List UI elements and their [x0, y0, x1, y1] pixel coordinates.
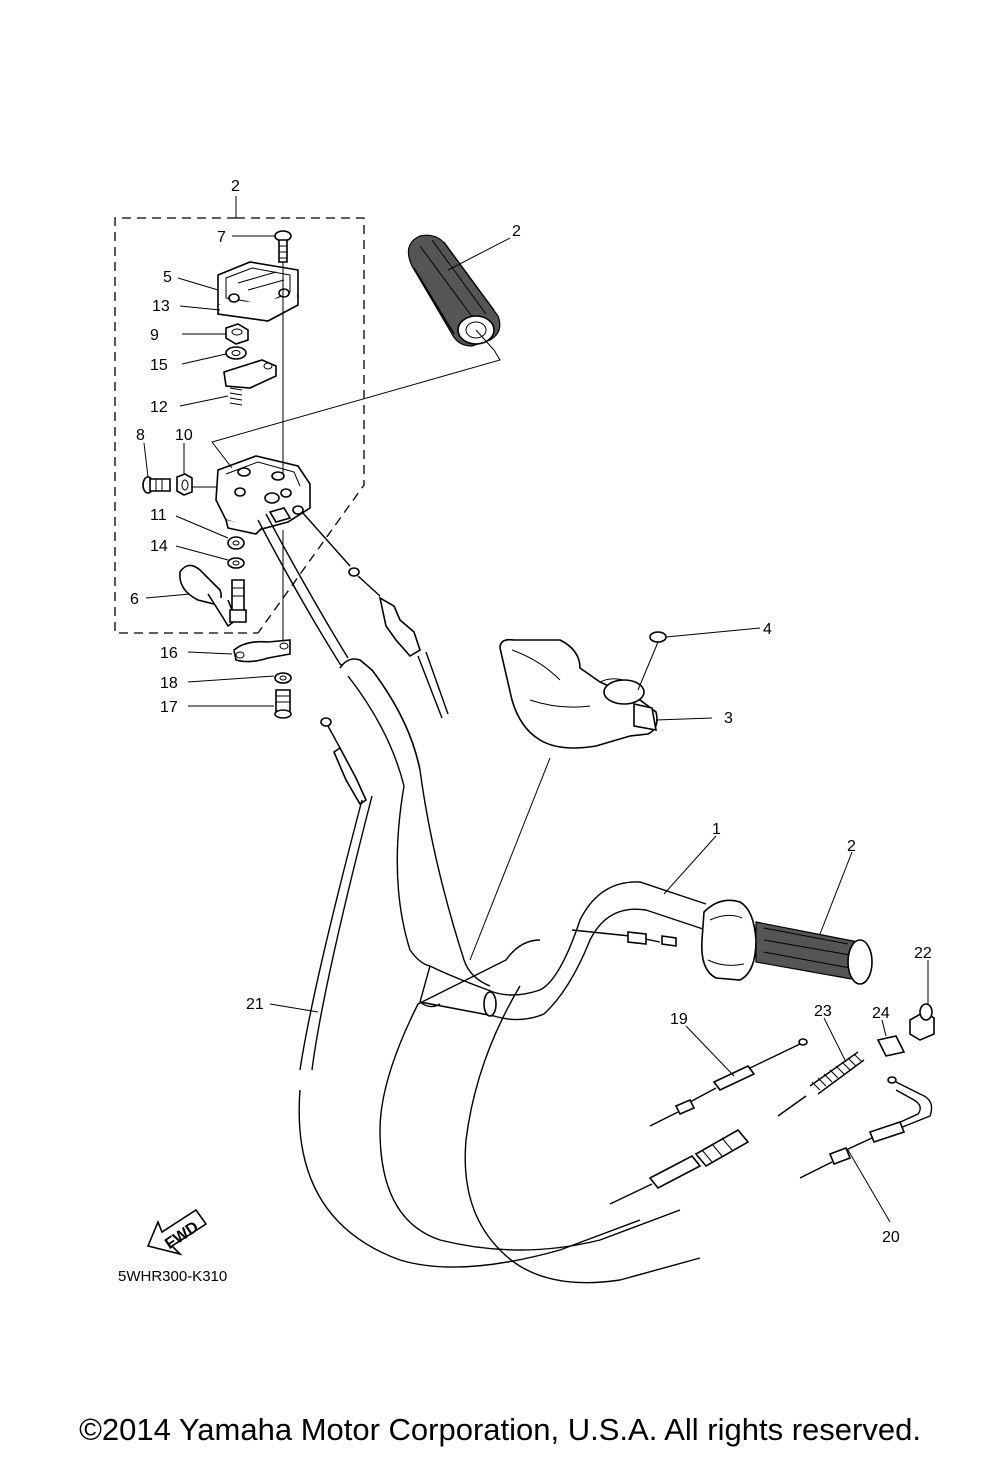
- throttle-lever-part-7: [179, 564, 247, 628]
- cover-part-6: [217, 261, 299, 322]
- copyright-notice: ©2014 Yamaha Motor Corporation, U.S.A. A…: [79, 1412, 921, 1447]
- callout-10: 9: [150, 327, 159, 344]
- callout-16: 15: [150, 357, 168, 374]
- callout-20: 19: [670, 1011, 688, 1028]
- plug-part-4: [649, 631, 667, 643]
- leader-lines: [143, 235, 929, 1223]
- bolt-part-18: [274, 689, 292, 719]
- assembly-box-outline: [114, 217, 365, 634]
- clutch-cable-right: [571, 929, 677, 947]
- callout-14: 13: [152, 298, 170, 315]
- diagram-code: 5WHR300-K310: [118, 1268, 228, 1285]
- callout-24: 23: [814, 1003, 832, 1020]
- callout-23: 22: [914, 945, 932, 962]
- callout-4: 4: [763, 621, 772, 638]
- callout-2-right: 2: [847, 838, 856, 855]
- callout-21: 20: [882, 1229, 900, 1246]
- callout-2-top: 2: [512, 223, 521, 240]
- grip-part-2-right: [700, 899, 873, 985]
- callout-9: 8: [136, 427, 145, 444]
- callout-15: 14: [150, 538, 168, 555]
- cable-part-20: [649, 1038, 808, 1127]
- callout-1: 1: [712, 821, 721, 838]
- throttle-housing: [215, 455, 311, 535]
- grip-part-2-left: [407, 234, 501, 347]
- fitting-part-23: [909, 1003, 935, 1041]
- spring-part-24: [809, 1051, 865, 1095]
- callout-18: 17: [160, 699, 178, 716]
- cable-loop-lower: [464, 985, 701, 1284]
- callout-7: 6: [130, 591, 139, 608]
- cable-part-22: [298, 717, 641, 1268]
- fwd-arrow-icon: FWD: [146, 1208, 208, 1256]
- lever-plate-part-13: [223, 359, 277, 406]
- callout-5: 2: [231, 178, 240, 195]
- callout-19: 18: [160, 675, 178, 692]
- cable-part-21: [799, 1076, 933, 1179]
- handlebar-pad-part-3: [499, 638, 658, 749]
- washer-part-12: [227, 536, 245, 550]
- adjuster-assembly: [609, 1095, 807, 1205]
- callout-22: 21: [246, 996, 264, 1013]
- collar-part-25: [876, 1035, 906, 1057]
- nut-part-11: [176, 473, 193, 496]
- bolt-part-9: [142, 476, 171, 494]
- washer-part-16: [225, 346, 247, 360]
- nut-part-10: [225, 323, 249, 345]
- callout-17: 16: [160, 645, 178, 662]
- callout-6: 5: [163, 269, 172, 286]
- screw-part-8: [274, 230, 292, 263]
- washer-part-15: [227, 557, 245, 569]
- callout-25: 24: [872, 1005, 890, 1022]
- throttle-cable: [301, 511, 449, 719]
- clamp-part-17: [233, 639, 291, 663]
- callout-3: 3: [724, 710, 733, 727]
- callout-13: 12: [150, 399, 168, 416]
- callout-11: 10: [175, 427, 193, 444]
- callout-8: 7: [217, 229, 226, 246]
- callout-12: 11: [150, 507, 167, 524]
- callouts: 2 7 5 13 9 15 12 8 10 11 14 6 16 18 17 2…: [130, 178, 932, 1246]
- handlebar-part-1: [257, 513, 707, 1021]
- cable-loop-upper: [379, 939, 681, 1251]
- washer-part-19: [274, 672, 292, 684]
